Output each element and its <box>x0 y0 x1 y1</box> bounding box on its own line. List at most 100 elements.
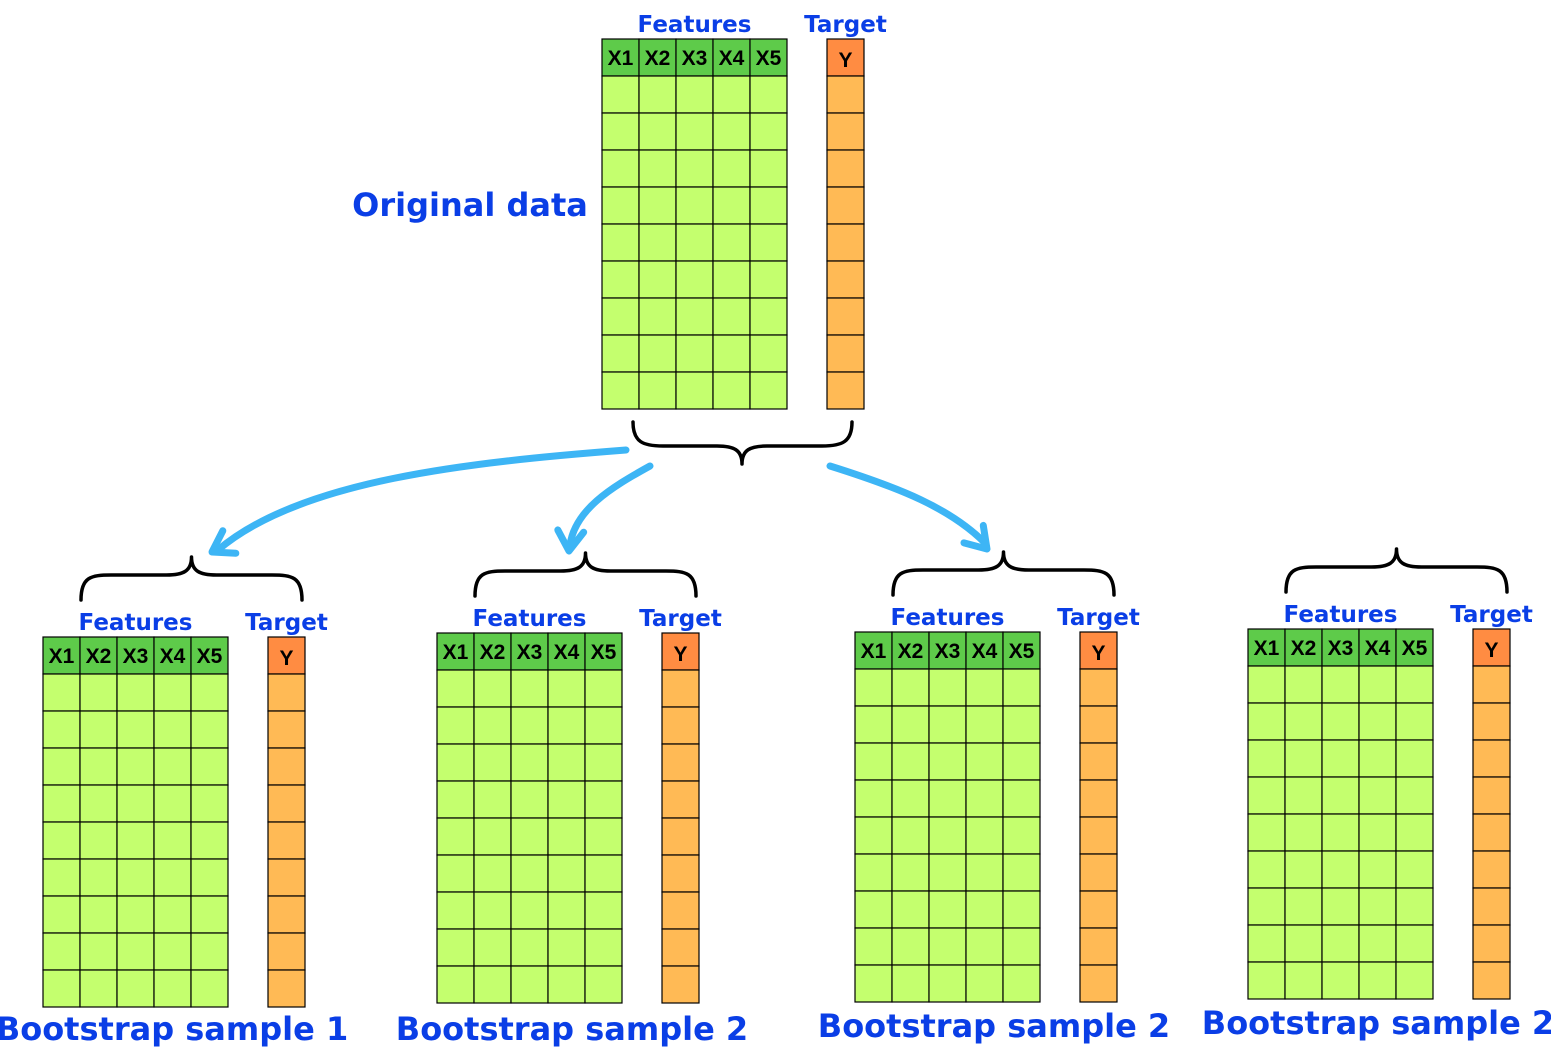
sample-1-feature-cell <box>42 858 81 897</box>
sample-4-feature-cell <box>1284 850 1323 889</box>
sample-1-target-cell <box>267 710 306 749</box>
sample-3-header-x2: X2 <box>898 640 924 663</box>
sample-1-feature-cell <box>190 784 229 823</box>
sample-3-target-label: Target <box>1057 605 1140 631</box>
sample-1-feature-cell <box>116 895 155 934</box>
original-feature-cell <box>749 149 788 188</box>
original-feature-cell <box>601 149 640 188</box>
sample-4-feature-cell <box>1247 813 1286 852</box>
sample-4-header-x4: X4 <box>1365 637 1391 660</box>
sample-3-target-cell <box>1079 668 1118 707</box>
sample-3-feature-cell <box>965 779 1004 818</box>
sample-3-feature-cell <box>965 816 1004 855</box>
original-feature-cell <box>675 297 714 336</box>
sample-4-feature-cell <box>1321 813 1360 852</box>
sample-3-feature-cell <box>928 816 967 855</box>
sample-1-target-cell <box>267 784 306 823</box>
sample-3-feature-cell <box>891 890 930 929</box>
sample-2-feature-cell <box>510 817 549 856</box>
sample-2-brace <box>473 551 698 598</box>
sample-2-feature-cell <box>547 669 586 708</box>
sample-4-feature-cell <box>1395 813 1434 852</box>
original-feature-cell <box>712 334 751 373</box>
sample-3-features-label: Features <box>891 605 1005 631</box>
sample-2-feature-cell <box>436 854 475 893</box>
sample-1-feature-cell <box>153 821 192 860</box>
original-feature-cell <box>749 371 788 410</box>
sample-2-feature-cell <box>473 928 512 967</box>
sample-4-feature-cell <box>1358 739 1397 778</box>
sample-4-header-x1: X1 <box>1254 637 1280 660</box>
sample-3-header-cell <box>965 631 1004 670</box>
original-target-cell <box>826 260 865 299</box>
sample-1-feature-cell <box>116 784 155 823</box>
original-feature-cell <box>601 112 640 151</box>
sample-3-feature-cell <box>1002 964 1041 1003</box>
original-brace <box>631 420 854 466</box>
sample-1-target-header-cell <box>267 636 306 675</box>
sample-1-feature-cell <box>79 784 118 823</box>
sample-4-feature-cell <box>1284 887 1323 926</box>
sample-1-feature-cell <box>190 969 229 1008</box>
sample-4-feature-cell <box>1358 924 1397 963</box>
sample-2-header-cell <box>473 632 512 671</box>
sample-1-feature-cell <box>42 710 81 749</box>
sample-3-feature-cell <box>854 853 893 892</box>
sample-2-label: Bootstrap sample 2 <box>396 1010 748 1048</box>
sample-2-feature-cell <box>584 891 623 930</box>
sample-1-feature-cell <box>190 821 229 860</box>
sample-4-feature-cell <box>1395 739 1434 778</box>
sample-3-feature-cell <box>891 964 930 1003</box>
sample-3-feature-cell <box>891 705 930 744</box>
sample-2-feature-cell <box>510 743 549 782</box>
sample-3-brace <box>891 550 1116 597</box>
sample-2-feature-cell <box>473 965 512 1004</box>
sample-2-feature-cell <box>436 928 475 967</box>
arrow-2 <box>566 462 654 549</box>
sample-4-feature-cell <box>1247 887 1286 926</box>
sample-1-feature-cell <box>153 673 192 712</box>
sample-1-header-cell <box>190 636 229 675</box>
sample-1-feature-cell <box>42 747 81 786</box>
sample-4-feature-cell <box>1284 739 1323 778</box>
sample-1-target-cell <box>267 932 306 971</box>
sample-3-feature-cell <box>965 742 1004 781</box>
sample-4-feature-cell <box>1358 665 1397 704</box>
sample-2-header-cell <box>547 632 586 671</box>
original-target-header-cell <box>826 38 865 77</box>
sample-1-feature-cell <box>42 969 81 1008</box>
sample-3-feature-cell <box>854 890 893 929</box>
sample-3-target-cell <box>1079 853 1118 892</box>
sample-4-features-label: Features <box>1284 602 1398 628</box>
original-feature-cell <box>601 186 640 225</box>
original-features-label: Features <box>638 12 752 38</box>
sample-1-target-cell <box>267 895 306 934</box>
sample-3-feature-cell <box>1002 779 1041 818</box>
sample-1-header-x1: X1 <box>49 645 75 668</box>
sample-3-feature-cell <box>1002 853 1041 892</box>
original-feature-cell <box>601 223 640 262</box>
sample-3-header-cell <box>854 631 893 670</box>
sample-1-feature-cell <box>190 895 229 934</box>
sample-2-feature-cell <box>547 706 586 745</box>
sample-3-feature-cell <box>1002 890 1041 929</box>
sample-1-feature-cell <box>190 858 229 897</box>
sample-3-feature-cell <box>1002 816 1041 855</box>
sample-2-feature-cell <box>473 706 512 745</box>
sample-1-header-cell <box>79 636 118 675</box>
sample-3-header-cell <box>1002 631 1041 670</box>
sample-1-feature-cell <box>79 895 118 934</box>
original-feature-cell <box>638 223 677 262</box>
sample-1-feature-cell <box>116 821 155 860</box>
sample-4-feature-cell <box>1321 850 1360 889</box>
arrow-1 <box>214 446 630 554</box>
sample-1-feature-cell <box>42 821 81 860</box>
sample-3-target-cell <box>1079 890 1118 929</box>
sample-1-feature-cell <box>79 932 118 971</box>
original-feature-cell <box>712 297 751 336</box>
sample-1-feature-cell <box>153 858 192 897</box>
sample-2-feature-cell <box>510 669 549 708</box>
